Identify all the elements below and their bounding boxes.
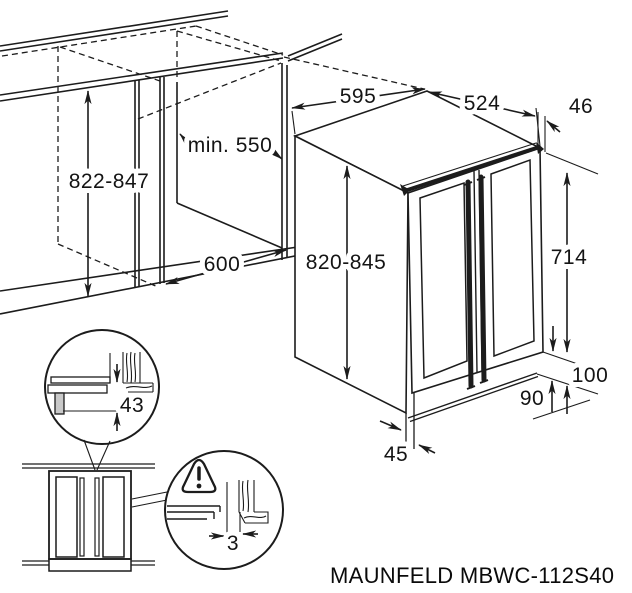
detail-callout-side-gap: 3 <box>131 450 284 570</box>
front-view-cabinet <box>48 470 132 560</box>
dim-label-front-height: 714 <box>551 246 588 269</box>
dim-height: 820-845 <box>301 165 391 380</box>
dim-label-rear-gap: 45 <box>384 443 408 466</box>
front-view-door-right <box>102 476 125 558</box>
dim-niche-depth: min. 550 <box>179 129 283 162</box>
cabinet-leg-section <box>54 392 65 415</box>
detail-callout-top-gap: 43 <box>44 329 160 471</box>
wood-grain-section-2 <box>238 479 269 524</box>
dim-niche-height: 822-847 <box>64 90 154 297</box>
front-view-door-left <box>55 476 78 558</box>
dim-clearance-100: 100 <box>549 326 613 392</box>
door-handle-left <box>463 179 476 390</box>
door-left-frame <box>419 181 468 380</box>
warning-triangle-icon <box>181 458 217 494</box>
dim-clearance-90: 90 <box>515 380 571 415</box>
dim-label-depth: 524 <box>464 92 501 115</box>
wine-cooler <box>291 90 599 449</box>
dim-front-height: 714 <box>546 172 592 353</box>
dim-label-height: 820-845 <box>306 251 387 274</box>
dim-label-clearance-100: 100 <box>572 364 609 387</box>
dim-label-niche-depth: min. 550 <box>188 134 273 157</box>
dim-rear-gap: 45 <box>379 420 436 471</box>
front-view-handle-right <box>94 477 100 557</box>
wood-grain-section <box>122 351 154 393</box>
door-right-frame <box>490 158 535 358</box>
cooler-plinth <box>405 372 539 449</box>
dim-counter-gap: 43 <box>113 364 149 431</box>
door-handle-right <box>476 174 489 384</box>
dim-label-door-thickness: 46 <box>569 95 593 118</box>
front-view <box>22 463 155 572</box>
front-view-plinth <box>48 558 132 572</box>
dim-label-niche-width: 600 <box>204 253 241 276</box>
dim-depth: 524 <box>428 87 536 120</box>
dim-label-clearance-90: 90 <box>520 387 544 410</box>
dim-width: 595 <box>291 80 426 113</box>
cooler-doors <box>400 142 544 390</box>
model-label: MAUNFELD MBWC-112S40 <box>330 563 614 588</box>
niche-opening <box>176 82 283 249</box>
dim-label-door-side-gap: 3 <box>227 532 239 555</box>
dim-label-niche-height: 822-847 <box>69 170 150 193</box>
dim-label-counter-gap: 43 <box>120 394 144 417</box>
dim-label-width: 595 <box>340 85 377 108</box>
dim-door-side-gap: 3 <box>209 527 258 560</box>
front-view-handle-left <box>79 477 85 557</box>
dim-door-thickness: 46 <box>546 90 598 133</box>
dim-niche-width: 600 <box>165 248 287 285</box>
